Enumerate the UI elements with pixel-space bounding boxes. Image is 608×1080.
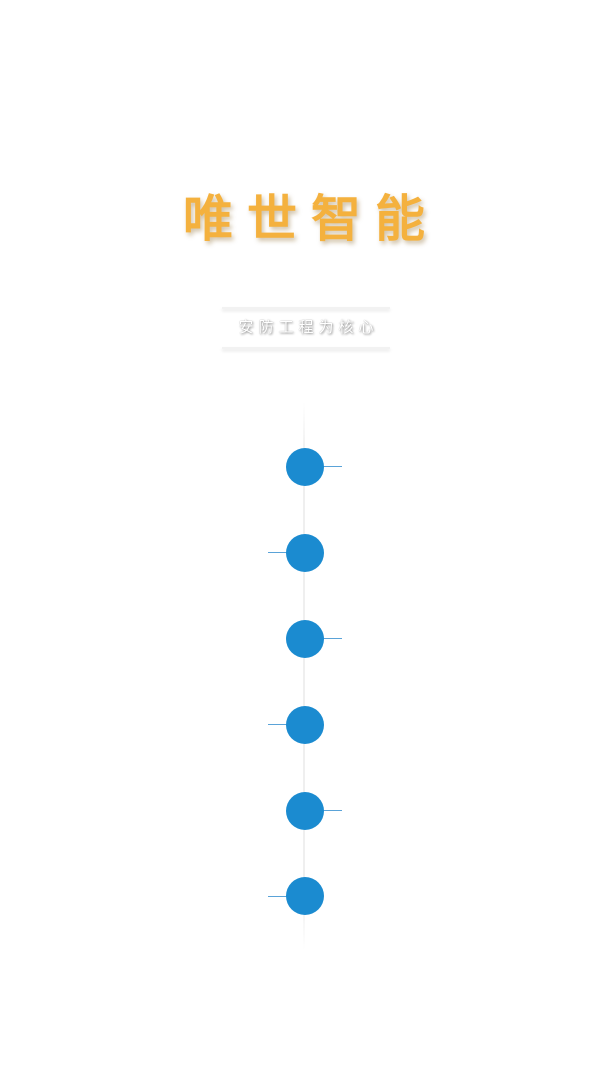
timeline-connector-1 (322, 466, 342, 467)
timeline-connector-2 (268, 552, 288, 553)
subtitle-banner: 安防工程为核心 (222, 304, 390, 352)
timeline-node-2[interactable] (286, 534, 324, 572)
timeline-node-4[interactable] (286, 706, 324, 744)
timeline-node-5[interactable] (286, 792, 324, 830)
subtitle-bottom-divider (222, 347, 390, 349)
timeline-axis (303, 402, 305, 950)
timeline-node-3[interactable] (286, 620, 324, 658)
timeline-connector-6 (268, 896, 288, 897)
timeline-connector-5 (322, 810, 342, 811)
timeline-connector-3 (322, 638, 342, 639)
subtitle-top-divider (222, 307, 390, 309)
page-title: 唯世智能 (183, 190, 439, 248)
timeline-node-1[interactable] (286, 448, 324, 486)
timeline-node-6[interactable] (286, 877, 324, 915)
subtitle-text: 安防工程为核心 (238, 318, 379, 336)
timeline-connector-4 (268, 724, 288, 725)
